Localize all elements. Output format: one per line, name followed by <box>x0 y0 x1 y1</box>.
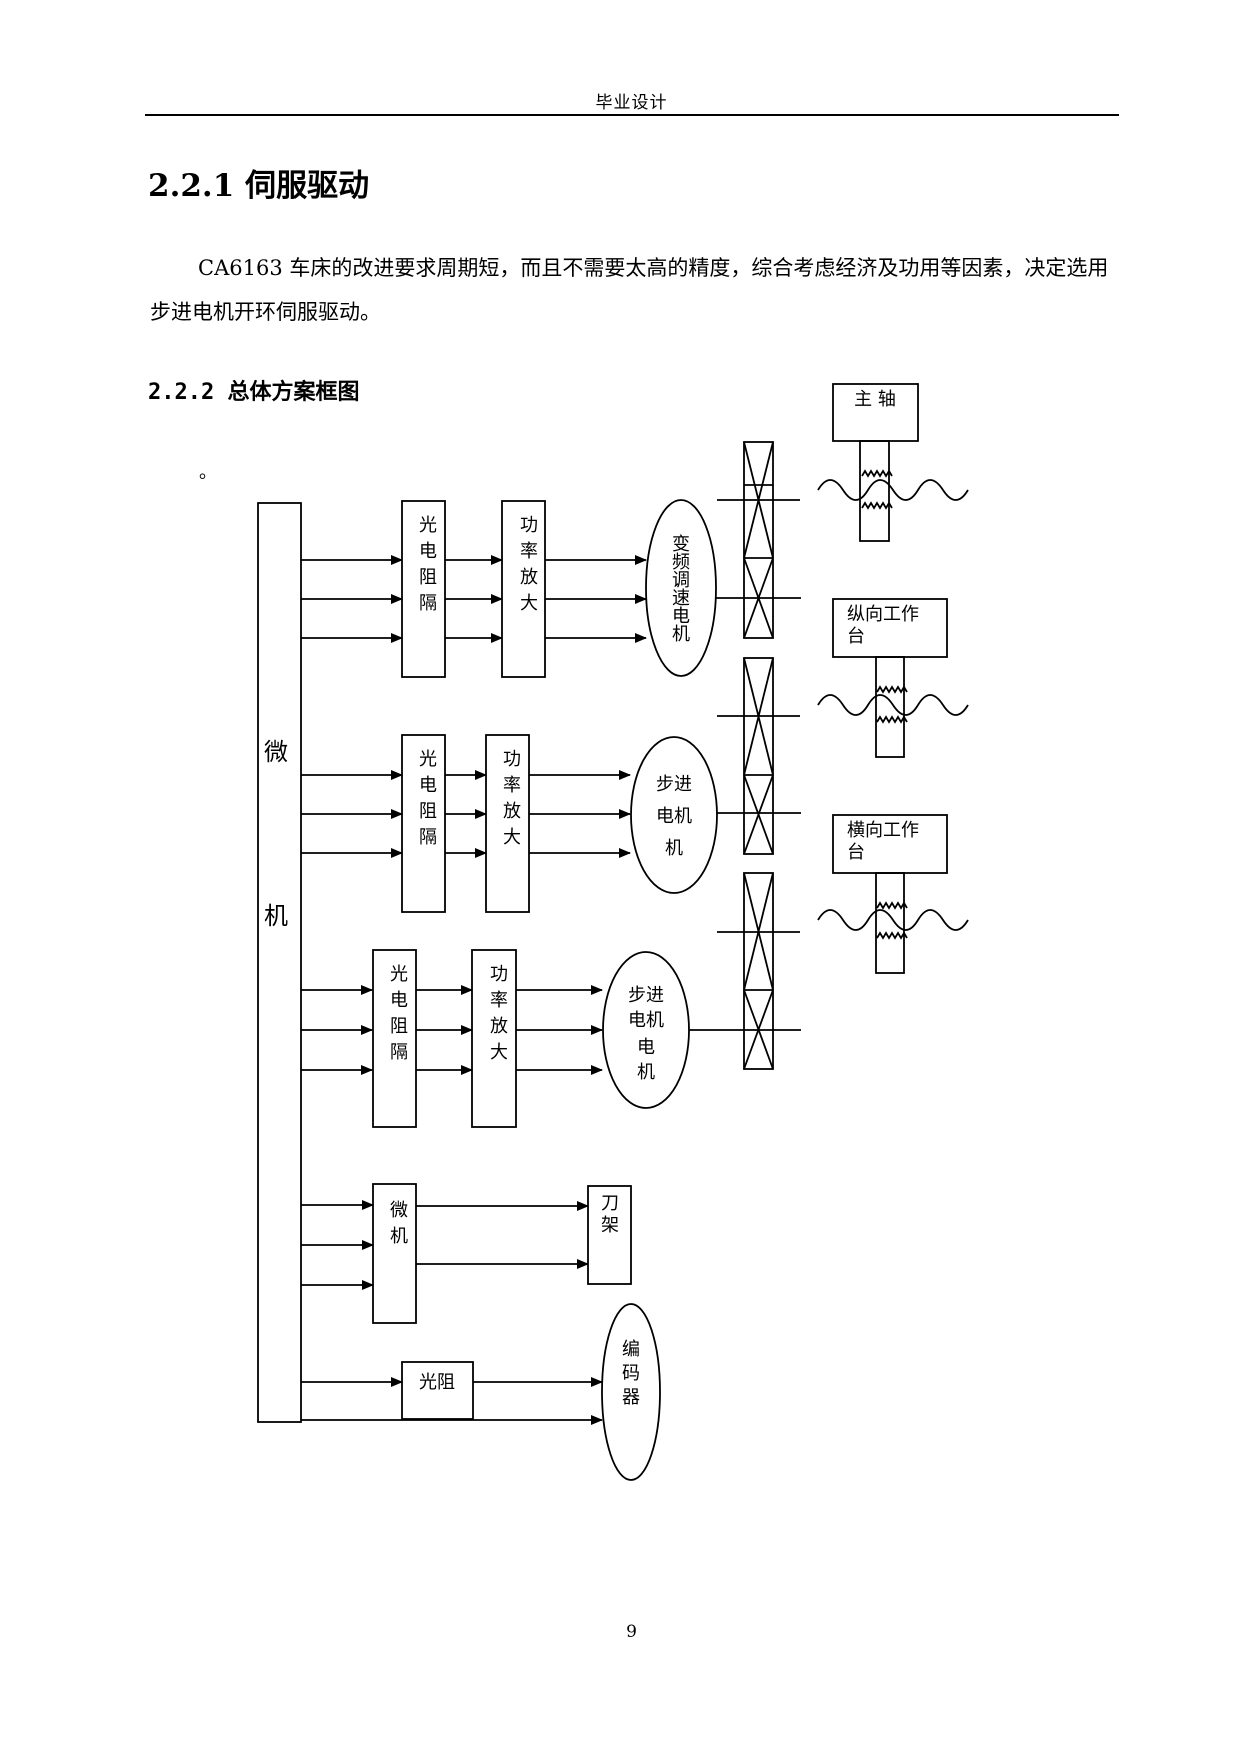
svg-text:电: 电 <box>419 775 437 796</box>
row3-isolator-label: 光 电 阻 隔 <box>390 964 408 1063</box>
row1-amplifier-block <box>501 500 546 678</box>
microcomputer-label-2: 机 <box>264 902 288 930</box>
row1-vfd-motor <box>645 499 717 677</box>
svg-text:隔: 隔 <box>419 593 437 614</box>
row2-connections <box>301 770 631 858</box>
svg-text:隔: 隔 <box>419 827 437 848</box>
transverse-leadscrew <box>817 872 969 974</box>
row3-amplifier-label: 功 率 放 大 <box>490 964 508 1063</box>
svg-text:机: 机 <box>637 1062 655 1083</box>
svg-text:调: 调 <box>672 570 690 591</box>
svg-text:纵向工作: 纵向工作 <box>847 604 919 625</box>
svg-text:步进: 步进 <box>656 774 692 795</box>
microcomputer-block <box>257 502 302 1423</box>
svg-text:光: 光 <box>419 515 437 536</box>
svg-text:电: 电 <box>672 606 690 627</box>
svg-text:功: 功 <box>520 515 538 536</box>
svg-text:台: 台 <box>847 626 865 647</box>
gearbox-3 <box>717 872 800 1070</box>
svg-text:隔: 隔 <box>390 1042 408 1063</box>
row3-amplifier-block <box>471 949 517 1128</box>
svg-text:阻: 阻 <box>390 1016 408 1037</box>
svg-text:机: 机 <box>665 838 683 859</box>
row2-amplifier-label: 功 率 放 大 <box>503 749 521 848</box>
svg-text:功: 功 <box>503 749 521 770</box>
svg-text:器: 器 <box>622 1387 640 1408</box>
svg-text:大: 大 <box>490 1042 508 1063</box>
encoder-ellipse <box>601 1303 661 1481</box>
transverse-table-label: 横向工作 台 <box>847 820 919 863</box>
microcomputer-label-1: 微 <box>264 738 288 766</box>
svg-text:电: 电 <box>390 990 408 1011</box>
row1-amplifier-label: 功 率 放 大 <box>520 515 538 614</box>
svg-text:电机: 电机 <box>656 806 692 827</box>
row3-connections <box>301 985 603 1075</box>
svg-text:率: 率 <box>520 541 538 562</box>
row5-isolator-block <box>401 1361 474 1420</box>
svg-text:阻: 阻 <box>419 801 437 822</box>
row1-isolator-label: 光 电 阻 隔 <box>419 515 437 614</box>
svg-text:电: 电 <box>419 541 437 562</box>
svg-text:台: 台 <box>847 842 865 863</box>
page-header: 毕业设计 <box>595 93 668 113</box>
toolholder-label: 刀 架 <box>601 1193 619 1236</box>
svg-text:速: 速 <box>672 588 690 609</box>
gearbox-2 <box>717 657 800 855</box>
row5-connections <box>301 1377 603 1425</box>
svg-text:机: 机 <box>390 1226 408 1247</box>
body-paragraph: CA6163 车床的改进要求周期短，而且不需要太高的精度，综合考虑经济及功用等因… <box>150 256 1109 324</box>
svg-text:刀: 刀 <box>601 1193 619 1214</box>
row3-isolator-block <box>372 949 417 1128</box>
header-rule <box>145 114 1119 116</box>
row4-controller-label: 微 机 <box>390 1200 408 1247</box>
svg-text:大: 大 <box>503 827 521 848</box>
spindle-label: 主 轴 <box>854 389 896 410</box>
svg-text:大: 大 <box>520 593 538 614</box>
svg-text:率: 率 <box>490 990 508 1011</box>
spindle-leadscrew <box>817 440 969 542</box>
encoder-label: 编 码 器 <box>622 1339 640 1408</box>
svg-text:横向工作: 横向工作 <box>847 820 919 841</box>
svg-text:光: 光 <box>419 749 437 770</box>
svg-text:功: 功 <box>490 964 508 985</box>
svg-text:放: 放 <box>520 567 538 588</box>
svg-text:编: 编 <box>622 1339 640 1360</box>
svg-text:变: 变 <box>672 534 690 555</box>
stray-mark: 。 <box>199 462 217 483</box>
row2-stepper-motor <box>630 736 718 894</box>
svg-text:放: 放 <box>490 1016 508 1037</box>
section-title: 2.2.1 伺服驱动 <box>148 168 370 204</box>
row2-amplifier-block <box>485 734 530 913</box>
row5-isolator-label: 光阻 <box>419 1372 455 1393</box>
row2-isolator-block <box>401 734 446 913</box>
row2-motor-label: 步进 电机 机 <box>656 774 692 859</box>
svg-text:光: 光 <box>390 964 408 985</box>
gearbox-1 <box>717 441 800 639</box>
svg-text:频: 频 <box>672 552 690 573</box>
row1-isolator-block <box>401 500 446 678</box>
svg-text:步进: 步进 <box>628 985 664 1006</box>
row4-controller-block <box>372 1183 417 1324</box>
subsection-title: 2.2.2 总体方案框图 <box>148 380 360 405</box>
row1-connections <box>301 555 647 643</box>
row3-motor-label: 步进 电机 电 机 <box>628 985 664 1083</box>
svg-text:率: 率 <box>503 775 521 796</box>
svg-text:微: 微 <box>390 1200 408 1221</box>
svg-text:码: 码 <box>622 1363 640 1384</box>
svg-text:电机: 电机 <box>628 1010 664 1031</box>
toolholder-block <box>587 1185 632 1285</box>
longitudinal-leadscrew <box>817 656 969 758</box>
page-number: 9 <box>626 1622 637 1642</box>
svg-text:阻: 阻 <box>419 567 437 588</box>
svg-text:放: 放 <box>503 801 521 822</box>
svg-text:电: 电 <box>637 1037 655 1058</box>
svg-text:架: 架 <box>601 1215 619 1236</box>
row1-motor-label: 变 频 调 速 电 机 <box>672 534 690 645</box>
longitudinal-table-label: 纵向工作 台 <box>847 604 919 647</box>
row2-isolator-label: 光 电 阻 隔 <box>419 749 437 848</box>
row4-connections <box>301 1200 589 1290</box>
svg-text:机: 机 <box>672 624 690 645</box>
